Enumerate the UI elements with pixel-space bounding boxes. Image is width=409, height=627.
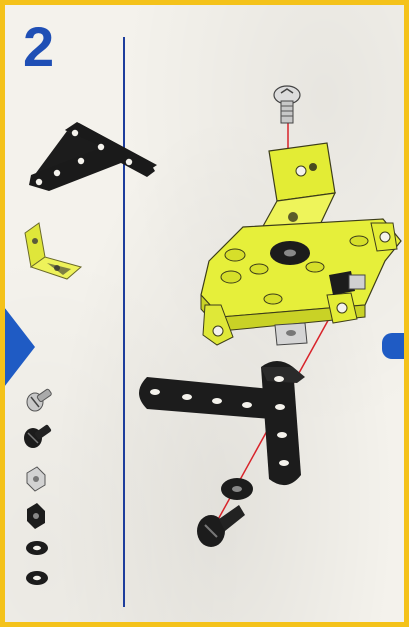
assembly-illustration [5,5,404,622]
washer-icon [26,541,48,555]
silver-nut-icon [27,467,45,491]
top-screw-icon [274,86,300,123]
silver-screw-icon [27,389,52,411]
t-plate-icon [139,361,305,485]
black-nut-icon [27,503,45,529]
angle-bracket-icon [25,223,81,279]
washer-icon [26,571,48,585]
lower-screw-icon [197,505,245,547]
black-screw-icon [24,424,52,448]
t-bracket-icon [29,122,157,191]
lower-washer-icon [221,478,253,500]
black-washer-icon [270,241,310,265]
bottom-nut-icon [275,323,307,345]
